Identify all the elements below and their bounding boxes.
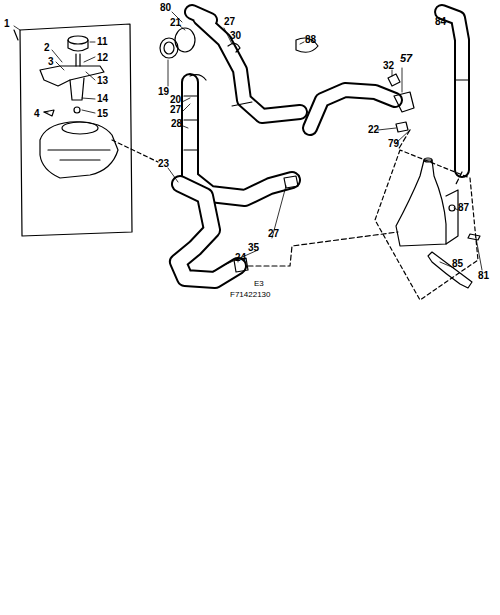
callout-number: 32	[383, 60, 394, 71]
housing-side	[446, 190, 458, 244]
callout-number: 85	[452, 258, 463, 269]
callout-number: 15	[97, 108, 108, 119]
callout-number: E3	[254, 278, 264, 289]
sump-housing	[396, 160, 446, 246]
callout-number: 3	[48, 56, 54, 67]
callout-number: 24	[235, 252, 246, 263]
callout-number: 20	[170, 94, 181, 105]
callout-number: 23	[158, 158, 169, 169]
callout-number: 1	[4, 18, 10, 29]
connector	[394, 92, 414, 112]
clamp	[388, 74, 400, 86]
callout-number: 19	[158, 86, 169, 97]
pump-flange	[48, 150, 110, 160]
pump-body	[40, 122, 118, 178]
leader-lines	[14, 12, 482, 270]
clip	[44, 110, 54, 116]
bracket	[428, 252, 472, 288]
assembly-line	[112, 140, 158, 162]
callout-number: F71422130	[230, 289, 270, 300]
callout-number: 27	[224, 16, 235, 27]
callout-number: 13	[97, 75, 108, 86]
gasket-hole	[164, 42, 174, 54]
hoses	[178, 12, 462, 280]
shaft	[76, 54, 80, 66]
housing-frame	[375, 150, 478, 300]
callout-number: 88	[305, 34, 316, 45]
callout-number: 35	[248, 242, 259, 253]
callout-number: 28	[171, 118, 182, 129]
callout-number: 81	[478, 270, 489, 281]
callout-number: 57	[400, 53, 412, 64]
callout-number: 27	[268, 228, 279, 239]
pulley	[68, 36, 88, 44]
inset-outline	[14, 24, 132, 236]
callout-number: 80	[160, 2, 171, 13]
callout-number: 14	[97, 93, 108, 104]
callout-number: 79	[388, 138, 399, 149]
callout-number: 2	[44, 42, 50, 53]
pin	[74, 107, 80, 113]
lever-post	[70, 78, 84, 100]
callout-number: 30	[230, 30, 241, 41]
callout-number: 4	[34, 108, 40, 119]
callout-number: 22	[368, 124, 379, 135]
pump-top	[62, 122, 98, 134]
gasket	[160, 38, 178, 58]
callout-number: 21	[170, 17, 181, 28]
callout-number: 11	[97, 36, 108, 47]
clamp	[190, 75, 206, 80]
pulley-side	[68, 40, 88, 51]
screw	[468, 234, 480, 240]
callout-number: 87	[458, 202, 469, 213]
callout-number: 12	[97, 52, 108, 63]
callout-number: 84	[435, 16, 446, 27]
hose-joints	[184, 80, 468, 150]
housing-top	[424, 158, 432, 162]
callout-number: 27	[170, 104, 181, 115]
clamp	[228, 43, 240, 52]
clamp	[396, 122, 408, 132]
pump-lever	[40, 66, 104, 86]
